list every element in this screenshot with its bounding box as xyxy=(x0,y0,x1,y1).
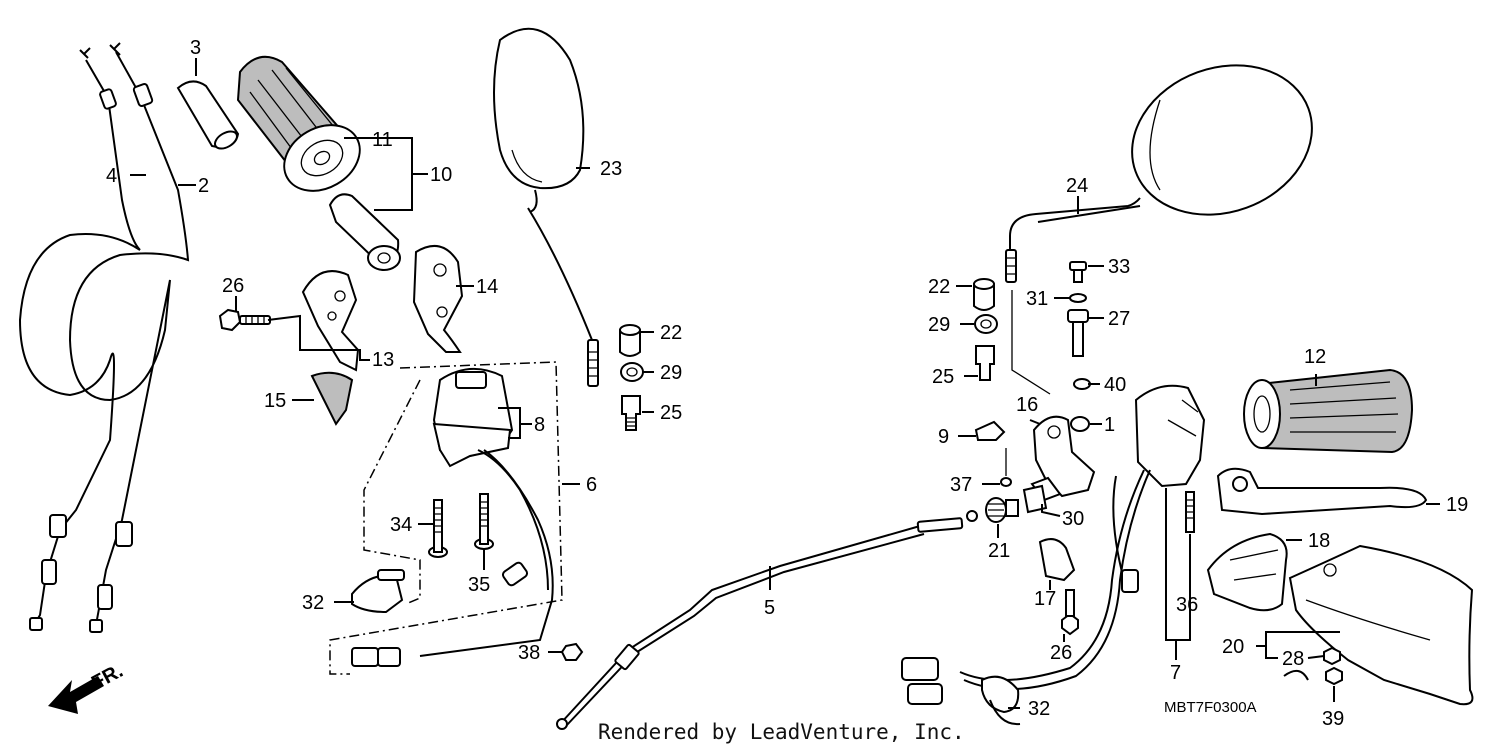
adapter-25-right xyxy=(975,345,995,381)
callout-22: 22 xyxy=(928,276,950,298)
pin-27 xyxy=(1067,309,1089,357)
callout-18: 18 xyxy=(1308,530,1330,552)
callout-6: 6 xyxy=(586,474,597,496)
lever-cover-18 xyxy=(1206,532,1288,612)
callout-11: 11 xyxy=(372,129,393,151)
callout-30: 30 xyxy=(1062,508,1084,530)
callout-17: 17 xyxy=(1034,588,1056,610)
callout-31: 31 xyxy=(1026,288,1048,310)
clamp-32-left xyxy=(351,569,405,614)
front-direction-arrow: FR. xyxy=(48,660,127,714)
mirror-23 xyxy=(493,27,599,387)
leader-lines xyxy=(130,58,1440,709)
switch-box-outline xyxy=(329,361,563,675)
callout-13: 13 xyxy=(372,349,394,371)
switch-9 xyxy=(974,420,1006,441)
bolt-26-left xyxy=(218,308,271,332)
callout-4: 4 xyxy=(106,165,117,187)
callout-3: 3 xyxy=(190,37,201,59)
nut-29-left xyxy=(620,362,644,382)
clutch-cable-5 xyxy=(556,510,978,730)
clamp-32-right xyxy=(981,675,1021,726)
screw-36 xyxy=(1185,491,1195,533)
adapter-25-left xyxy=(621,395,641,431)
throttle-pipe xyxy=(328,193,401,271)
callout-37: 37 xyxy=(950,474,972,496)
callout-8: 8 xyxy=(534,414,545,436)
lever-bracket-16 xyxy=(1030,415,1096,502)
nut-39 xyxy=(1325,666,1343,686)
callout-29: 29 xyxy=(928,314,950,336)
callout-14: 14 xyxy=(476,276,498,298)
callout-28: 28 xyxy=(1282,648,1304,670)
adapter-22-right xyxy=(973,278,995,311)
callout-24: 24 xyxy=(1066,175,1088,197)
bolt-26-right xyxy=(1061,589,1079,636)
callout-40: 40 xyxy=(1104,374,1126,396)
callout-20: 20 xyxy=(1222,636,1244,658)
callout-27: 27 xyxy=(1108,308,1130,330)
callout-10: 10 xyxy=(430,164,452,186)
collar-1 xyxy=(1070,416,1090,432)
throttle-grip-11 xyxy=(236,55,361,192)
callout-23: 23 xyxy=(600,158,622,180)
throttle-housing-13 xyxy=(301,270,360,372)
callout-38: 38 xyxy=(518,642,540,664)
callout-36: 36 xyxy=(1176,594,1198,616)
throttle-housing-14 xyxy=(412,244,464,353)
callout-33: 33 xyxy=(1108,256,1130,278)
callout-16: 16 xyxy=(1016,394,1038,416)
nut-29-right xyxy=(974,314,998,334)
callout-2: 2 xyxy=(198,175,209,197)
callout-26: 26 xyxy=(1050,642,1072,664)
callout-29: 29 xyxy=(660,362,682,384)
washer-31 xyxy=(1069,293,1087,303)
callout-9: 9 xyxy=(938,426,949,448)
callout-22: 22 xyxy=(660,322,682,344)
holder-17 xyxy=(1038,538,1076,582)
diagram-code: MBT7F0300A xyxy=(1164,699,1257,716)
throttle-cable-2 xyxy=(68,42,190,633)
credit-text: Rendered by LeadVenture, Inc. xyxy=(598,720,965,744)
washer-40 xyxy=(1073,378,1091,390)
screw-35 xyxy=(474,493,494,550)
callout-25: 25 xyxy=(660,402,682,424)
callout-19: 19 xyxy=(1446,494,1468,516)
callout-32: 32 xyxy=(302,592,324,614)
lever-19 xyxy=(1216,467,1428,516)
callout-5: 5 xyxy=(764,597,775,619)
callout-21: 21 xyxy=(988,540,1010,562)
callout-25: 25 xyxy=(932,366,954,388)
screw-37 xyxy=(1000,448,1012,487)
adapter-22-left xyxy=(619,324,641,357)
adjuster-21 xyxy=(985,497,1019,523)
throttle-cam-15 xyxy=(310,371,354,426)
clip-30 xyxy=(1022,484,1048,514)
callout-labels: 3 4 2 11 10 23 26 14 13 15 22 29 25 8 6 … xyxy=(106,37,1468,730)
switch-housing-8 xyxy=(351,367,554,667)
callout-39: 39 xyxy=(1322,708,1344,730)
hand-guard-20 xyxy=(1288,544,1474,706)
grip-12 xyxy=(1243,368,1414,454)
callout-1: 1 xyxy=(1104,414,1115,436)
mirror-24 xyxy=(1005,64,1313,395)
callout-26: 26 xyxy=(222,275,244,297)
bolt-28 xyxy=(1323,646,1341,666)
callout-34: 34 xyxy=(390,514,412,536)
screw-34 xyxy=(428,499,448,558)
grip-end-3 xyxy=(176,80,240,150)
nut-38 xyxy=(560,642,584,661)
callout-35: 35 xyxy=(468,574,490,596)
throttle-cable-4 xyxy=(18,47,141,631)
callout-15: 15 xyxy=(264,390,286,412)
callout-32: 32 xyxy=(1028,698,1050,720)
callout-12: 12 xyxy=(1304,346,1326,368)
callout-7: 7 xyxy=(1170,662,1181,684)
bolt-33 xyxy=(1069,261,1087,283)
